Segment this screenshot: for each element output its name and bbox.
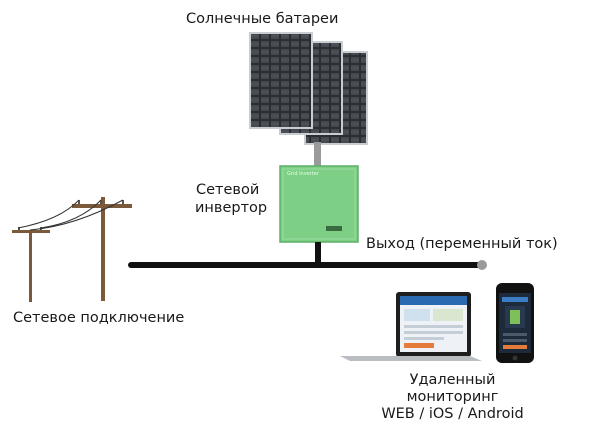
laptop-icon xyxy=(340,292,482,361)
monitoring-label-line3: WEB / iOS / Android xyxy=(381,406,524,422)
solar-panels-icon xyxy=(249,32,368,145)
solar-panels-label: Солнечные батареи xyxy=(186,11,339,27)
inverter-icon xyxy=(279,165,359,243)
output-terminal xyxy=(477,260,487,270)
inverter-label-line1: Сетевой xyxy=(196,182,260,198)
inverter-brand-text: Grid Inverter xyxy=(287,171,320,177)
monitoring-label-line1: Удаленный xyxy=(409,372,496,388)
utility-poles-icon xyxy=(12,197,132,302)
inverter-display xyxy=(326,226,342,231)
smartphone-icon xyxy=(496,283,534,363)
inverter-label-line2: инвертор xyxy=(195,200,268,216)
monitoring-label-line2: мониторинг xyxy=(406,389,499,405)
grid-connection-label: Сетевое подключение xyxy=(13,310,185,326)
output-label: Выход (переменный ток) xyxy=(366,236,558,252)
panel-mast xyxy=(314,142,321,166)
inverter-drop xyxy=(315,242,321,266)
